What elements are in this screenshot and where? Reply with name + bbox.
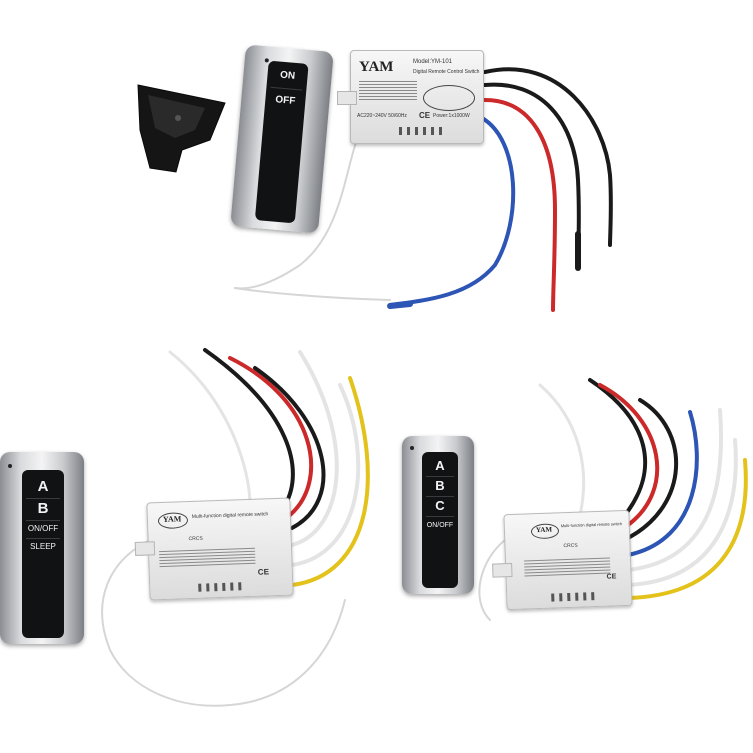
button-on-off[interactable]: ON/OFF [426,522,454,529]
spec-text-lines [359,81,417,102]
rating-text: AC220~240V 50/60Hz [357,113,407,119]
button-on[interactable]: ON [279,69,296,82]
brand-logo: YAM [535,525,553,535]
receiver-module-ab: YAM Multi-function digital remote switch… [134,497,294,601]
wire-black-left-2 [253,366,326,530]
status-led [264,58,269,63]
vent-slots [399,127,442,135]
antenna-wire-top-tail [234,287,391,301]
wire-red-top [483,98,558,312]
spec-text-lines [523,557,611,579]
wire-tip-top-2 [387,301,413,309]
module-title: Multi-function digital remote switch [560,521,622,529]
brand-logo: YAM [359,59,394,75]
button-divider [26,538,60,539]
remote-face: ON OFF [254,60,309,224]
diagram-oval [423,85,475,111]
wire-white-right-1 [626,408,724,572]
remote-abc: A B C ON/OFF [402,436,474,594]
vent-slots [198,582,242,592]
mount-tab [492,562,513,578]
mount-tab [134,541,156,556]
button-divider [426,476,454,477]
wire-black-right-2 [626,398,679,540]
wire-red-left [228,356,314,517]
ce-mark: CE [419,111,431,120]
wire-blue-right [626,410,699,557]
wire-black-right-1 [588,378,648,517]
button-a[interactable]: A [435,458,445,473]
ce-mark: CE [257,567,270,577]
remote-ab-sleep: A B ON/OFF SLEEP [0,452,84,644]
button-divider [426,496,454,497]
antenna-wire-top [234,127,363,290]
wire-white-left-3 [168,350,252,507]
button-divider [270,86,303,91]
wire-yellow-left [290,376,370,587]
receiver-module-abc: YAM Multi-function digital remote switch… [492,509,633,611]
power-text: Power:1x1000W [433,113,470,119]
button-a[interactable]: A [37,478,49,495]
wire-white-right-2 [626,438,738,587]
wire-white-right-3 [538,383,586,517]
remote-face: A B ON/OFF SLEEP [22,470,64,638]
button-c[interactable]: C [435,498,445,513]
wire-white-left-2 [290,383,361,567]
antenna-wire-left [101,539,346,707]
button-divider [426,516,454,517]
wire-yellow-right [626,458,748,600]
model-text: Model:YM-101 [413,59,453,65]
wire-blue-top [388,116,516,307]
receiver-module-top: YAM Model:YM-101 Digital Remote Control … [337,50,484,144]
wire-red-right [598,383,660,527]
wire-white-left-1 [290,350,339,547]
remote-on-off: ON OFF [230,44,334,234]
vent-slots [551,592,595,602]
antenna-wire-right [478,539,506,621]
button-on-off[interactable]: ON/OFF [27,524,59,533]
module-title: Multi-function digital remote switch [191,511,269,520]
button-sleep[interactable]: SLEEP [30,542,56,551]
button-b[interactable]: B [37,500,49,517]
button-b[interactable]: B [435,478,445,493]
wire-black-top-2 [483,67,613,247]
wall-bracket-icon [137,84,226,173]
status-led [8,464,12,468]
spec-text-lines [159,547,256,569]
status-led [410,446,414,450]
button-divider [26,498,60,499]
subtitle-text: Digital Remote Control Switch [413,69,480,75]
ce-mark: CE [606,573,617,581]
module-code: CRCS [188,535,203,543]
remote-face: A B C ON/OFF [422,452,458,588]
button-off[interactable]: OFF [274,94,296,107]
wire-black-left-1 [203,348,295,507]
mount-tab [337,91,357,105]
wire-black-top-1 [483,82,581,270]
button-divider [26,520,60,521]
brand-logo: YAM [162,514,182,524]
module-code: CRCS [563,542,578,550]
